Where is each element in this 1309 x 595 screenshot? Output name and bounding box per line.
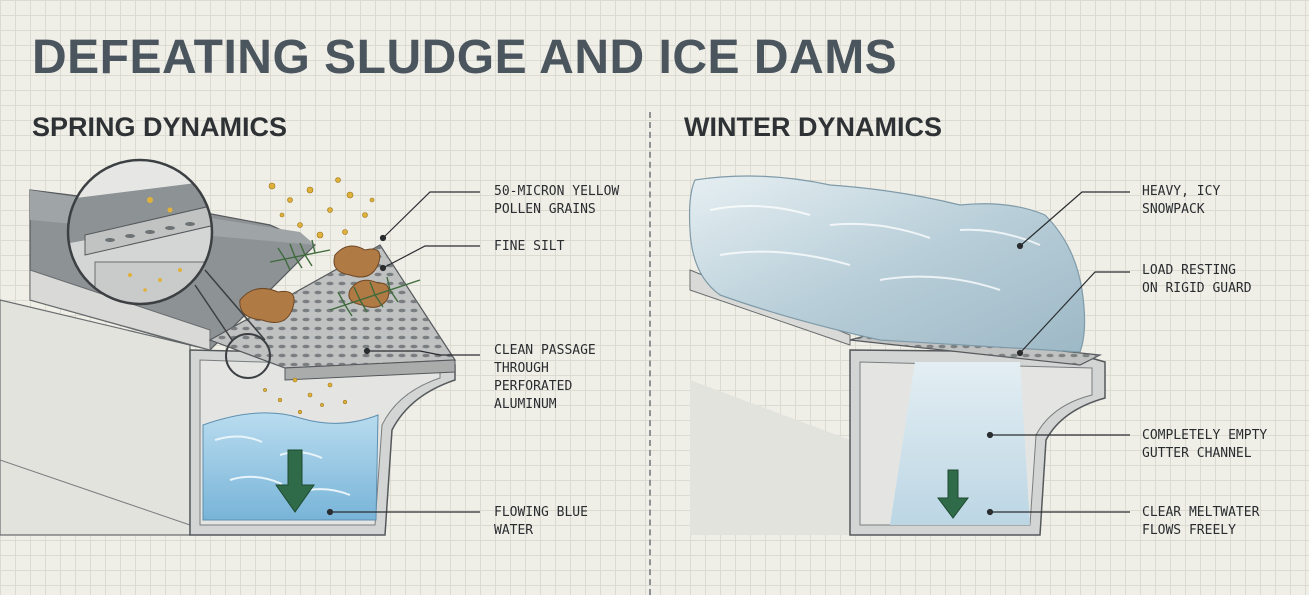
callout-clean-passage: CLEAN PASSAGE THROUGH PERFORATED ALUMINU… xyxy=(494,342,596,414)
callout-pollen-grains: 50-MICRON YELLOW POLLEN GRAINS xyxy=(494,183,619,219)
spring-diagram xyxy=(0,160,480,535)
callout-flowing-water: FLOWING BLUE WATER xyxy=(494,504,588,540)
callout-load-on-guard: LOAD RESTING ON RIGID GUARD xyxy=(1142,262,1252,298)
winter-diagram xyxy=(690,176,1130,535)
callout-meltwater: CLEAR MELTWATER FLOWS FREELY xyxy=(1142,504,1259,540)
callout-empty-channel: COMPLETELY EMPTY GUTTER CHANNEL xyxy=(1142,427,1267,463)
callout-fine-silt: FINE SILT xyxy=(494,238,564,256)
callout-icy-snowpack: HEAVY, ICY SNOWPACK xyxy=(1142,183,1220,219)
snowpack xyxy=(690,176,1085,352)
